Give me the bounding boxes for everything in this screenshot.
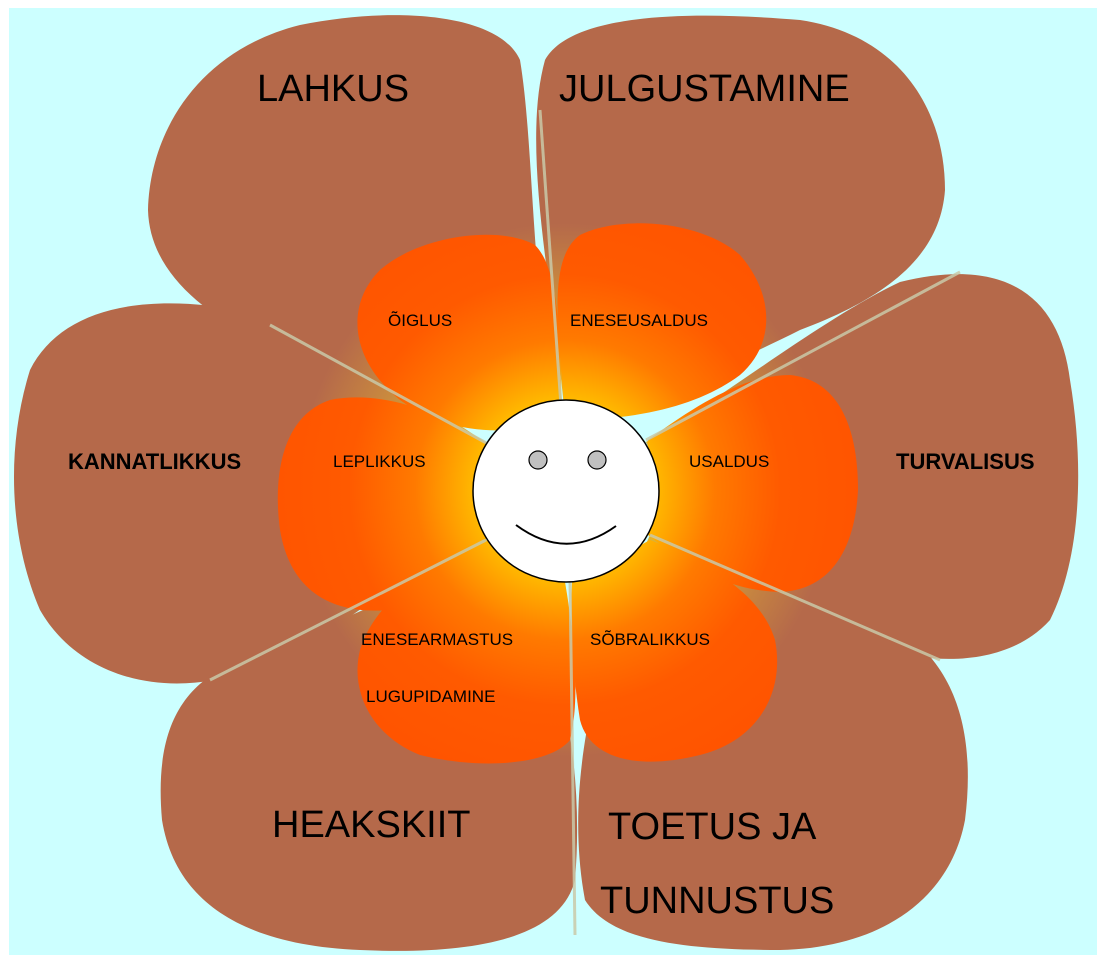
outer-label-bottom-right-line1: TOETUS JA	[608, 808, 816, 846]
outer-label-left: KANNATLIKKUS	[68, 451, 241, 473]
right-eye-icon	[588, 451, 606, 469]
inner-label-bottom-right: SÕBRALIKKUS	[590, 631, 710, 648]
outer-label-bottom-right-line2: TUNNUSTUS	[600, 882, 834, 920]
smiley-face-icon	[473, 400, 659, 582]
inner-label-bottom-left-line2: LUGUPIDAMINE	[366, 688, 495, 705]
outer-label-right: TURVALISUS	[896, 451, 1035, 473]
inner-label-left: LEPLIKKUS	[333, 453, 426, 470]
inner-label-bottom-left-line1: ENESEARMASTUS	[361, 631, 513, 648]
outer-label-top-right: JULGUSTAMINE	[559, 70, 850, 108]
outer-label-bottom-left: HEAKSKIIT	[272, 806, 471, 844]
outer-label-top-left: LAHKUS	[257, 70, 409, 108]
left-eye-icon	[529, 451, 547, 469]
inner-label-top-left: ÕIGLUS	[388, 312, 452, 329]
inner-label-top-right: ENESEUSALDUS	[570, 312, 708, 329]
inner-label-right: USALDUS	[689, 453, 769, 470]
